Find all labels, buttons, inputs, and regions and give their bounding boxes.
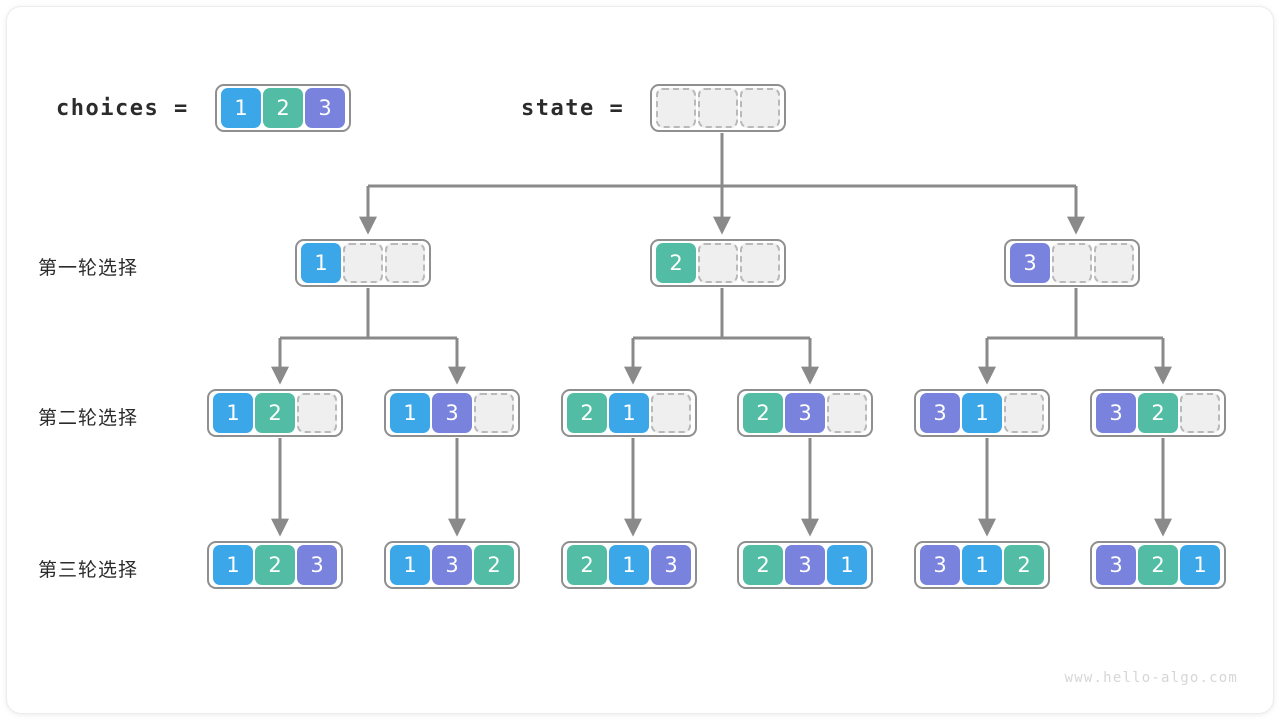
node-cell-filled: 1 [609,393,649,433]
row-label-2: 第二轮选择 [38,407,139,429]
node-cell-empty [1004,393,1044,433]
node-cell-filled: 3 [1096,545,1136,585]
row-label-1: 第一轮选择 [38,257,139,279]
node-cell-filled: 2 [656,243,696,283]
node-cell-empty [1052,243,1092,283]
node-cell-empty [827,393,867,433]
state-array-row1-node2: 2 [650,239,786,287]
node-cell-empty [385,243,425,283]
node-cell-filled: 3 [785,545,825,585]
choices-label: choices = [56,96,189,121]
state-array-row1-node3: 3 [1004,239,1140,287]
node-cell-filled: 1 [213,545,253,585]
node-cell-empty [474,393,514,433]
node-cell-filled: 2 [567,545,607,585]
node-cell-filled: 2 [474,545,514,585]
node-cell-filled: 3 [297,545,337,585]
node-cell-filled: 1 [609,545,649,585]
node-cell-filled: 3 [920,393,960,433]
node-cell-empty [740,243,780,283]
node-cell-filled: 1 [1180,545,1220,585]
state-label: state = [521,96,625,121]
node-cell-filled: 3 [432,545,472,585]
node-cell-filled: 1 [390,393,430,433]
state-array-row1-node1: 1 [295,239,431,287]
node-cell-filled: 1 [301,243,341,283]
node-cell-empty [1180,393,1220,433]
node-cell-empty [698,243,738,283]
node-cell-filled: 2 [743,393,783,433]
row-label-3: 第三轮选择 [38,559,139,581]
node-cell-filled: 3 [785,393,825,433]
node-cell-empty [651,393,691,433]
node-cell-filled: 2 [1138,393,1178,433]
node-cell-filled: 2 [255,545,295,585]
node-cell-filled: 1 [827,545,867,585]
choices-cell-filled: 2 [263,88,303,128]
state-cell-empty [698,88,738,128]
state-cell-empty [656,88,696,128]
node-cell-filled: 3 [1010,243,1050,283]
node-cell-filled: 1 [390,545,430,585]
choices-cell-filled: 3 [305,88,345,128]
node-cell-filled: 2 [743,545,783,585]
watermark: www.hello-algo.com [1064,670,1238,686]
node-cell-filled: 3 [432,393,472,433]
node-cell-filled: 3 [651,545,691,585]
node-cell-empty [343,243,383,283]
choices-cell-filled: 1 [221,88,261,128]
node-cell-empty [297,393,337,433]
page-frame [7,7,1273,713]
node-cell-filled: 1 [962,545,1002,585]
node-cell-filled: 3 [920,545,960,585]
node-cell-filled: 2 [1138,545,1178,585]
node-cell-filled: 2 [1004,545,1044,585]
state-array [650,84,786,132]
node-cell-filled: 2 [567,393,607,433]
node-cell-filled: 3 [1096,393,1136,433]
node-cell-filled: 1 [213,393,253,433]
state-cell-empty [740,88,780,128]
node-cell-filled: 2 [255,393,295,433]
node-cell-filled: 1 [962,393,1002,433]
node-cell-empty [1094,243,1134,283]
